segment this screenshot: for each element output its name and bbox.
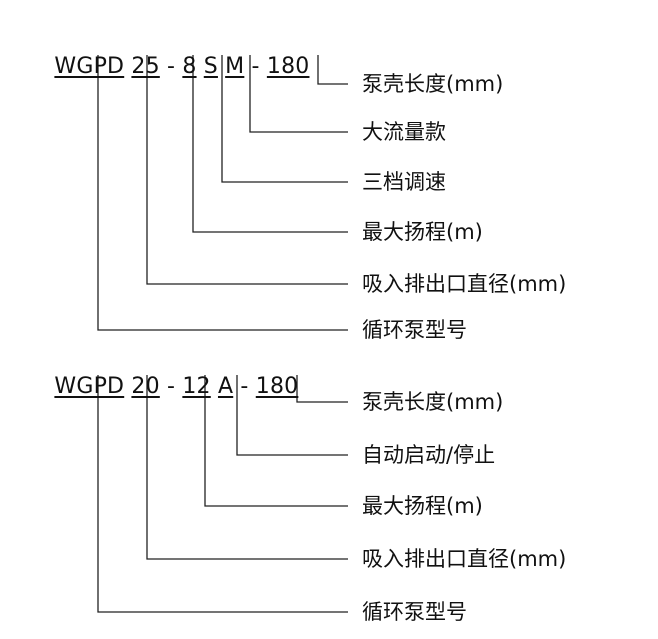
code-separator: - [240, 374, 249, 399]
model-code-1: WGPD 25 - 8 S M - 180 [40, 28, 309, 80]
connector-b1-variant [221, 55, 348, 183]
connector-b2-length [296, 375, 348, 403]
code-series: WGPD [54, 54, 125, 79]
code-flow: M [225, 54, 245, 79]
code-separator: - [251, 54, 260, 79]
label-b2-variant: 自动启动/停止 [362, 443, 496, 467]
code-length: 180 [255, 374, 299, 399]
label-b1-length: 泵壳长度(mm) [362, 72, 504, 96]
code-head: 8 [182, 54, 197, 79]
model-code-2: WGPD 20 - 12 A - 180 [40, 348, 298, 400]
code-variant: S [203, 54, 218, 79]
label-b2-dn: 吸入排出口直径(mm) [362, 547, 567, 571]
code-separator: - [167, 54, 176, 79]
connector-b1-dn [146, 55, 348, 285]
code-dn: 25 [131, 54, 160, 79]
connector-b2-dn [146, 375, 348, 560]
connector-b2-series [97, 375, 348, 613]
label-b2-series: 循环泵型号 [362, 600, 467, 624]
connector-b1-head [192, 55, 348, 233]
connector-b1-flow [249, 55, 348, 133]
label-b1-series: 循环泵型号 [362, 318, 467, 342]
connector-b2-variant [236, 375, 348, 456]
code-dn: 20 [131, 374, 160, 399]
label-b1-variant: 三档调速 [362, 170, 446, 194]
connector-b1-length [317, 55, 348, 85]
connector-b1-series [97, 55, 348, 331]
label-b2-head: 最大扬程(m) [362, 494, 483, 518]
code-length: 180 [266, 54, 310, 79]
code-variant: A [217, 374, 234, 399]
connector-b2-head [204, 375, 348, 507]
label-b1-flow: 大流量款 [362, 120, 446, 144]
label-b2-length: 泵壳长度(mm) [362, 390, 504, 414]
code-separator: - [167, 374, 176, 399]
code-head: 12 [182, 374, 211, 399]
label-b1-head: 最大扬程(m) [362, 220, 483, 244]
code-series: WGPD [54, 374, 125, 399]
label-b1-dn: 吸入排出口直径(mm) [362, 272, 567, 296]
